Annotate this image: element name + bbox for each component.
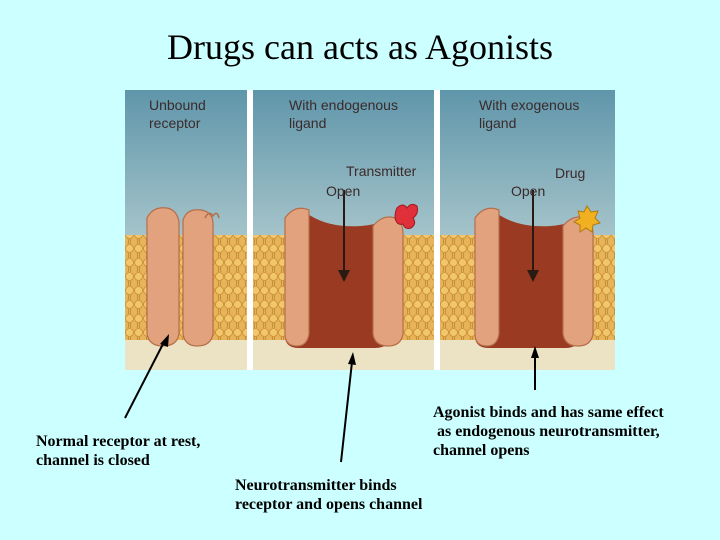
panel-3-heading-line2: ligand xyxy=(479,115,516,131)
transmitter-label: Transmitter xyxy=(346,163,417,179)
panel-1-heading-line2: receptor xyxy=(149,115,201,131)
panel-2-heading-line1: With endogenous xyxy=(289,97,398,113)
panel-divider xyxy=(434,90,440,370)
drug-molecule xyxy=(573,205,601,233)
caption-right: Agonist binds and has same effect as end… xyxy=(433,404,664,459)
panel-3-heading-line1: With exogenous xyxy=(479,97,579,113)
closed-receptor xyxy=(146,207,220,347)
open-receptor xyxy=(284,190,404,348)
receptor-figure: Unbound receptor With endogenous ligand … xyxy=(125,90,615,370)
transmitter-molecule xyxy=(394,203,418,229)
panel-2-open-label: Open xyxy=(326,183,360,199)
caption-middle: Neurotransmitter binds receptor and open… xyxy=(235,477,423,513)
panel-1-heading-line1: Unbound xyxy=(149,97,206,113)
panel-exogenous-ligand: With exogenous ligand Drug Open xyxy=(440,90,615,370)
caption-left: Normal receptor at rest, channel is clos… xyxy=(36,433,201,469)
pointer-arrow-left xyxy=(124,341,165,419)
pointer-arrow-middle xyxy=(340,361,353,463)
panel-2-heading-line2: ligand xyxy=(289,115,326,131)
open-receptor xyxy=(474,190,594,348)
panel-endogenous-ligand: With endogenous ligand Transmitter Open xyxy=(253,90,434,370)
panel-divider xyxy=(247,90,253,370)
panel-3-open-label: Open xyxy=(511,183,545,199)
slide-title: Drugs can acts as Agonists xyxy=(167,27,553,67)
panel-unbound-receptor: Unbound receptor xyxy=(125,90,247,370)
drug-label: Drug xyxy=(555,165,585,181)
